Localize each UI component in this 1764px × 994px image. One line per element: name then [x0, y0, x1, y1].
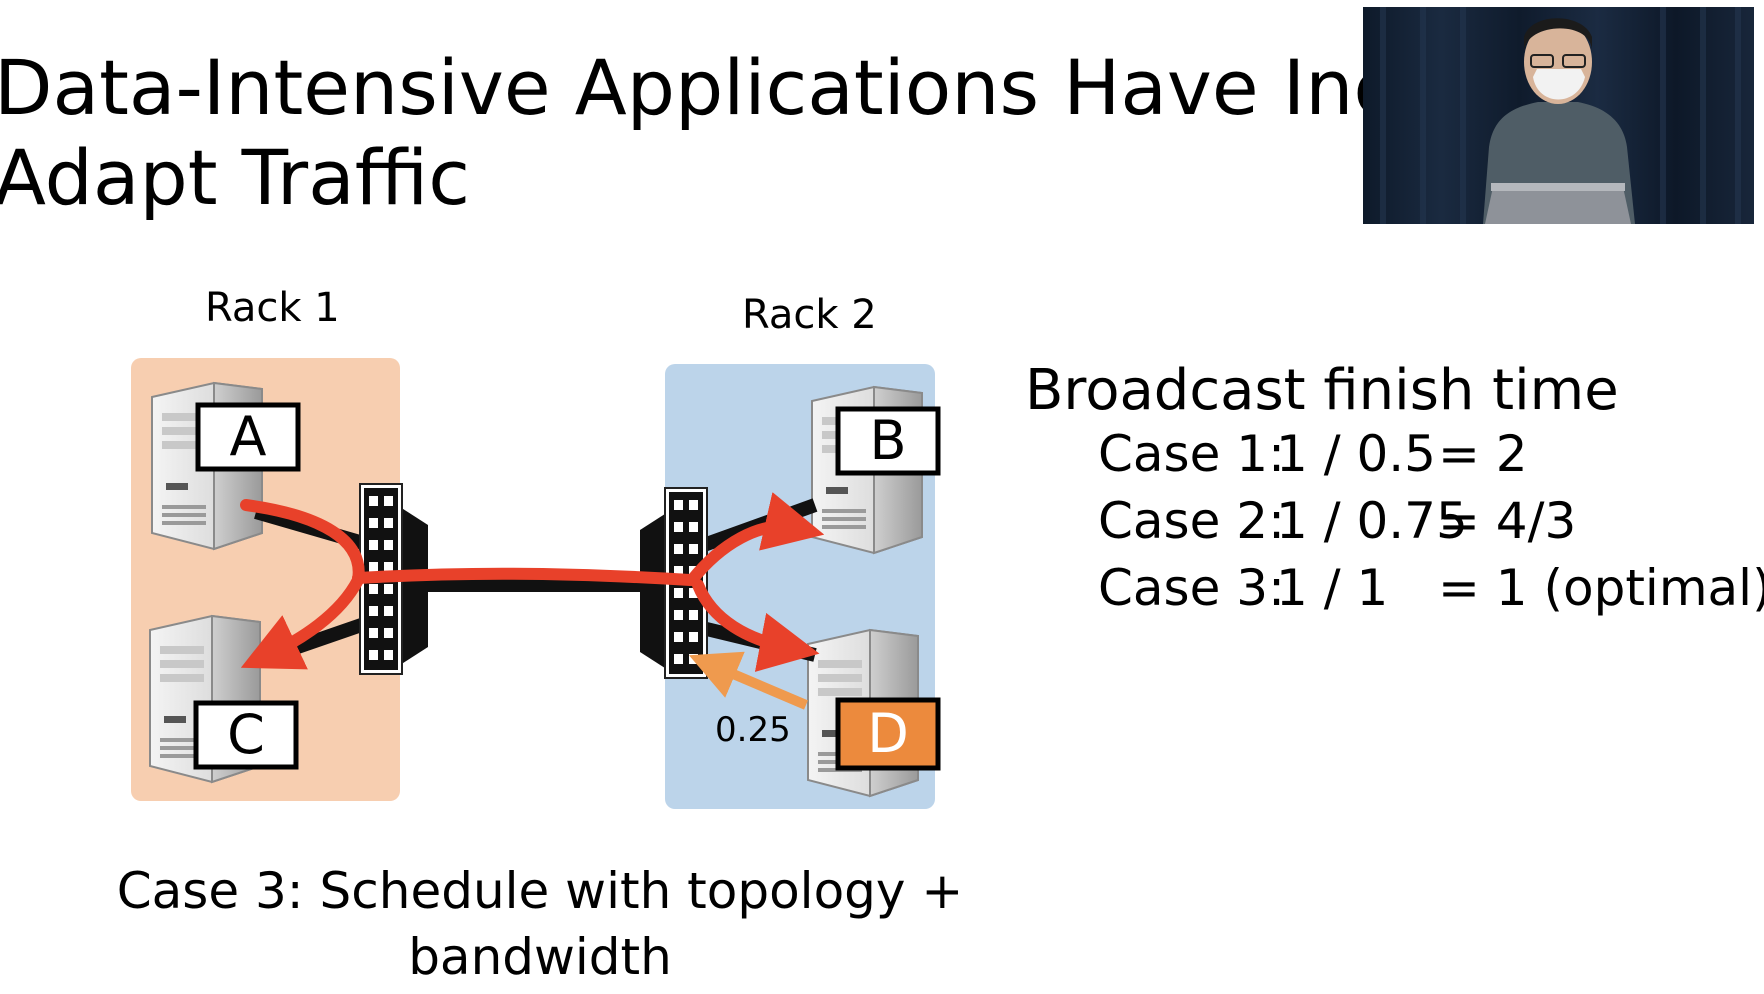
switch-port — [689, 588, 698, 598]
server-d-label: D — [867, 702, 909, 765]
server-a-label: A — [229, 405, 267, 468]
switch-port — [369, 606, 378, 616]
flow-to-c — [240, 574, 364, 670]
case-result: = 1 (optimal) — [1438, 559, 1764, 617]
flow-d-to-switch — [688, 651, 808, 710]
switch-port — [674, 610, 683, 620]
case-label: Case 2: — [1098, 492, 1285, 550]
broadcast-title: Broadcast finish time — [1025, 358, 1619, 423]
switch-port — [674, 500, 683, 510]
switch-port — [369, 650, 378, 660]
case-expr: 1 / 0.75 — [1276, 492, 1468, 550]
diagram-caption-line-1: Case 3: Schedule with topology + — [116, 862, 964, 920]
switch-port — [384, 650, 393, 660]
flow-a-to-switch — [240, 499, 365, 586]
switch-port — [674, 544, 683, 554]
server-b-label: B — [869, 409, 907, 472]
switch-port — [689, 522, 698, 532]
rack-2-label: Rack 2 — [742, 292, 877, 338]
switch-port — [674, 566, 683, 576]
server-c-label-box — [193, 700, 299, 770]
flow-inter-rack — [352, 567, 696, 586]
case-label: Case 1: — [1098, 425, 1285, 483]
slide-title-line-1: Data-Intensive Applications Have Incen — [0, 43, 1491, 132]
switch-port — [689, 544, 698, 554]
switch-port — [689, 500, 698, 510]
server-b-label-box — [835, 406, 941, 476]
case-result: = 4/3 — [1438, 492, 1577, 550]
switch-port — [674, 522, 683, 532]
switch-port — [384, 562, 393, 572]
slide-title-line-2: Adapt Traffic — [0, 133, 471, 222]
case-label: Case 3: — [1098, 559, 1285, 617]
switch-port — [369, 562, 378, 572]
switch-port — [369, 518, 378, 528]
switch-port — [369, 540, 378, 550]
switch-port — [689, 632, 698, 642]
case-result: = 2 — [1438, 425, 1528, 483]
switch-port — [674, 654, 683, 664]
switch-port — [689, 654, 698, 664]
case-expr: 1 / 0.5 — [1276, 425, 1436, 483]
flow-to-d — [692, 579, 820, 672]
case-expr: 1 / 1 — [1276, 559, 1389, 617]
server-d-label-box — [835, 697, 941, 771]
broadcast-flow-arrows — [240, 492, 825, 672]
switch-port — [369, 584, 378, 594]
switch-port — [384, 518, 393, 528]
flow-to-b — [686, 492, 825, 586]
switch-port — [384, 584, 393, 594]
switch-port — [384, 606, 393, 616]
switch-port — [384, 496, 393, 506]
presenter-video-icon — [1380, 7, 1741, 224]
diagram-caption-line-2: bandwidth — [408, 928, 672, 986]
server-a-label-box — [195, 402, 301, 472]
presenter-video — [1363, 7, 1754, 224]
switch-port — [384, 540, 393, 550]
switch-port — [384, 628, 393, 638]
rack-1-label: Rack 1 — [205, 285, 340, 331]
switch-port — [689, 610, 698, 620]
switch-port — [674, 588, 683, 598]
d-bandwidth-label: 0.25 — [715, 710, 791, 750]
rack-1-switch-ports — [369, 496, 393, 660]
switch-port — [674, 632, 683, 642]
switch-port — [369, 496, 378, 506]
switch-port — [369, 628, 378, 638]
server-c-label: C — [227, 703, 265, 766]
